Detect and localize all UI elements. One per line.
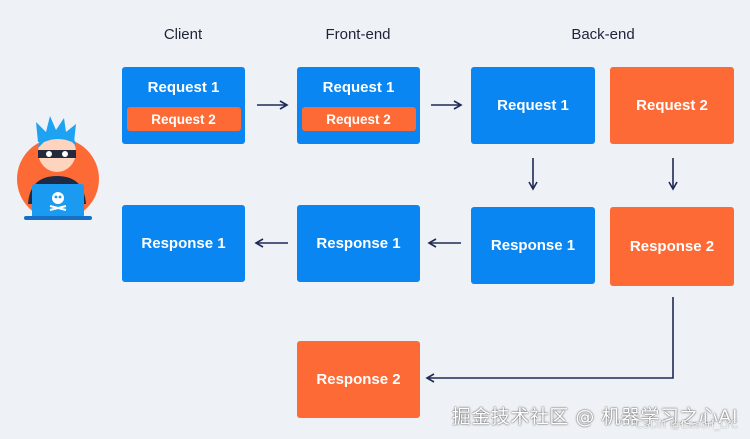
- backend-request-1-box: Request 1: [471, 67, 595, 144]
- frontend-request-2-box: Request 2: [301, 107, 416, 131]
- backend-request-2-label: Request 2: [636, 97, 708, 114]
- hacker-avatar-icon: [14, 112, 102, 222]
- frontend-request-box: Request 1 Request 2: [297, 67, 420, 144]
- watermark-sub-text: CSDN @Eason_LYC: [635, 418, 738, 431]
- backend-response-1-label: Response 1: [490, 237, 576, 254]
- watermark: 掘金技术社区 @ 机器学习之心AI CSDN @Eason_LYC: [451, 402, 738, 431]
- backend-response-2-box: Response 2: [610, 207, 734, 286]
- watermark-main-text: 掘金技术社区 @ 机器学习之心AI: [451, 406, 738, 428]
- frontend-response-1-label: Response 1: [316, 235, 401, 252]
- backend-response-2-label: Response 2: [629, 238, 715, 255]
- stray-response-2-label: Response 2: [316, 371, 401, 388]
- client-request-1-label: Request 1: [147, 79, 220, 96]
- backend-request-2-box: Request 2: [610, 67, 734, 144]
- client-request-2-box: Request 2: [126, 107, 241, 131]
- column-label-client: Client: [163, 26, 203, 43]
- frontend-request-2-label: Request 2: [326, 111, 391, 127]
- frontend-response-1-box: Response 1: [297, 205, 420, 282]
- stray-response-2-box: Response 2: [297, 341, 420, 418]
- client-response-1-label: Response 1: [141, 235, 226, 252]
- backend-request-1-label: Request 1: [497, 97, 569, 114]
- column-label-backend: Back-end: [571, 26, 635, 43]
- client-request-box: Request 1 Request 2: [122, 67, 245, 144]
- backend-response-1-box: Response 1: [471, 207, 595, 284]
- column-label-frontend: Front-end: [325, 26, 391, 43]
- client-response-1-box: Response 1: [122, 205, 245, 282]
- arrow-response2-to-stray: [425, 297, 674, 383]
- frontend-request-1-label: Request 1: [322, 79, 395, 96]
- client-request-2-label: Request 2: [151, 111, 216, 127]
